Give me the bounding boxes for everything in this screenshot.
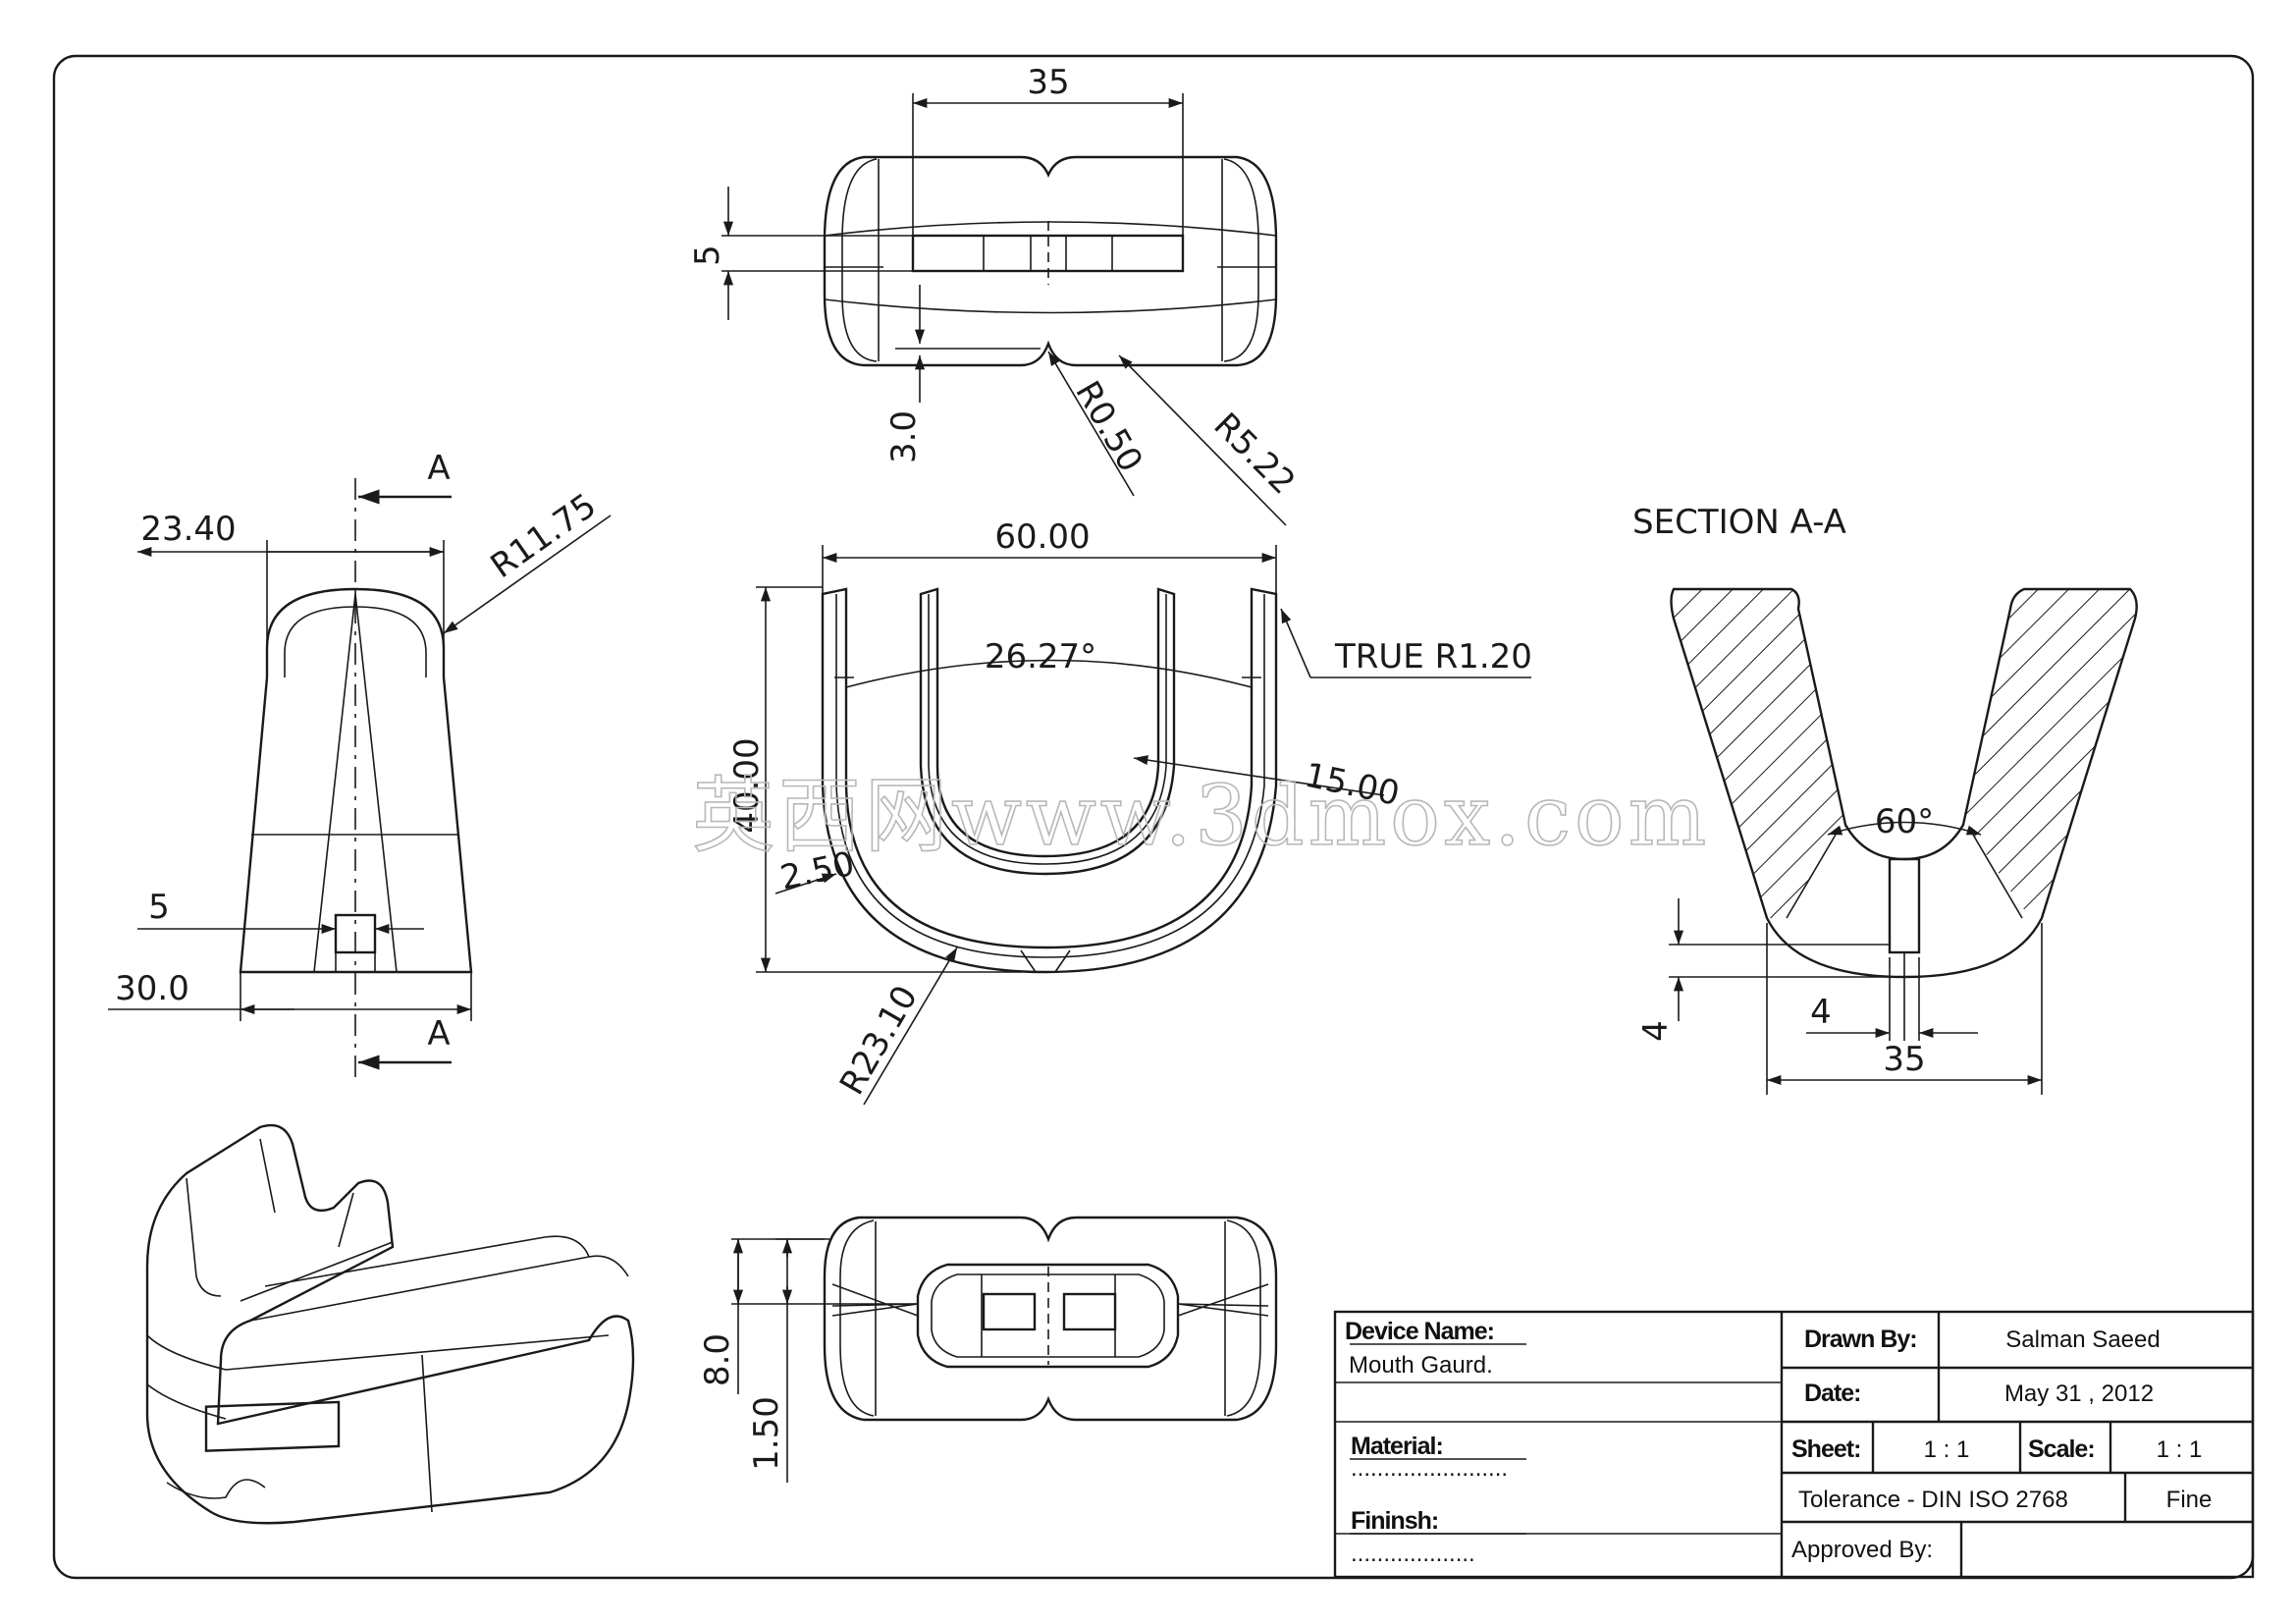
isometric-view [145, 1123, 635, 1525]
dim-section-width: 35 [1883, 1040, 1925, 1079]
dim-bottom-height: 8.0 [698, 1333, 737, 1386]
dim-top-width: 35 [1027, 63, 1069, 102]
material-label: Material: [1351, 1433, 1443, 1460]
dim-front-angle: 26.27° [985, 637, 1096, 677]
device-name-label: Device Name: [1345, 1318, 1494, 1345]
sheet-value: 1 : 1 [1924, 1436, 1970, 1463]
finish-label: Fininsh: [1351, 1507, 1438, 1535]
sheet-border [52, 54, 2255, 1580]
watermark: 英西网www.3dmox.com [692, 768, 1710, 864]
section-view [1669, 587, 2138, 1095]
date-label: Date: [1804, 1380, 1861, 1407]
dim-section-slot: 4 [1810, 993, 1832, 1032]
tolerance-value: Fine [2166, 1487, 2213, 1513]
section-label-top: A [427, 449, 450, 488]
dim-front-outer-radius: R23.10 [832, 979, 926, 1102]
device-name-value: Mouth Gaurd. [1349, 1352, 1493, 1379]
dim-top-height: 5 [688, 244, 727, 266]
finish-value: ................... [1351, 1541, 1475, 1567]
dim-side-slot: 5 [148, 888, 170, 927]
approved-by-label: Approved By: [1791, 1537, 1933, 1563]
tolerance-label: Tolerance - DIN ISO 2768 [1798, 1487, 2068, 1513]
dim-radius-large: R5.22 [1206, 406, 1304, 503]
scale-label: Scale: [2028, 1435, 2095, 1463]
drawn-by-label: Drawn By: [1804, 1326, 1917, 1353]
material-value: ........................ [1351, 1455, 1508, 1482]
dim-front-height: 40.00 [727, 737, 767, 833]
dim-side-top-width: 23.40 [140, 510, 236, 549]
title-block [1333, 1310, 2255, 1579]
section-label-bottom: A [427, 1014, 450, 1054]
dim-bottom-lip: 1.50 [747, 1396, 786, 1471]
dim-side-base: 30.0 [115, 969, 189, 1008]
drawn-by-value: Salman Saeed [2005, 1326, 2160, 1353]
date-value: May 31 , 2012 [2004, 1380, 2154, 1407]
dim-front-width: 60.00 [994, 517, 1090, 557]
dim-section-height: 4 [1636, 1020, 1676, 1042]
scale-value: 1 : 1 [2157, 1436, 2203, 1463]
dim-radius-small: R0.50 [1067, 374, 1149, 478]
side-view [108, 478, 612, 1080]
sheet-label: Sheet: [1791, 1435, 1860, 1463]
section-title: SECTION A-A [1632, 503, 1846, 542]
top-view [721, 93, 1287, 526]
front-view [756, 545, 1531, 1106]
dim-side-radius: R11.75 [484, 486, 604, 586]
dim-section-angle: 60° [1875, 802, 1934, 841]
bottom-view [731, 1216, 1278, 1483]
dim-top-depth: 3.0 [884, 410, 924, 463]
dim-front-true-radius: TRUE R1.20 [1334, 637, 1532, 677]
